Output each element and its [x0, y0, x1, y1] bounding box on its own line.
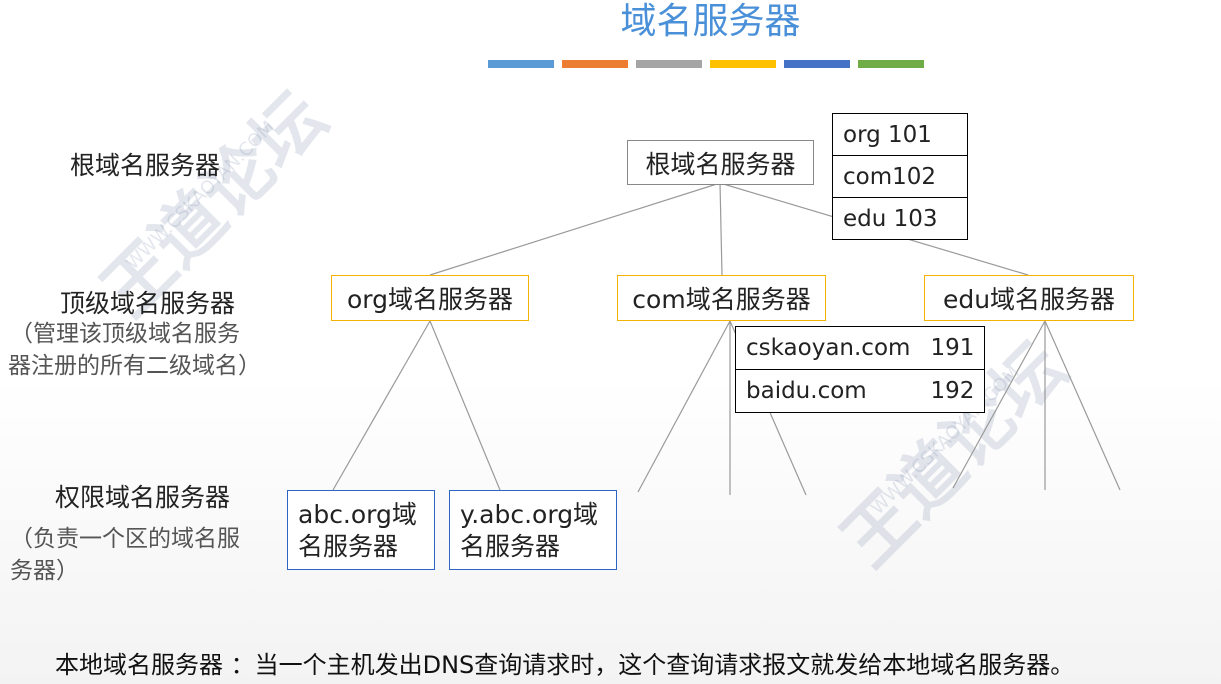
abc-org-server-node: abc.org域 名服务器 — [287, 490, 435, 570]
abc-org-label-line1: abc.org域 — [298, 500, 417, 529]
line-edu-child-3 — [1044, 320, 1121, 491]
line-root-org — [429, 182, 721, 276]
root-record-row: edu 103 — [832, 197, 968, 240]
title-color-bar — [488, 60, 554, 68]
root-records-table: org 101 com102 edu 103 — [832, 113, 968, 240]
title-color-bar — [562, 60, 628, 68]
com-records-table: cskaoyan.com 191 baidu.com 192 — [735, 326, 986, 413]
root-server-node: 根域名服务器 — [627, 140, 814, 185]
level-note-auth-1: （负责一个区的域名服 — [10, 526, 240, 552]
root-record-org: org 101 — [832, 113, 968, 156]
root-record-row: com102 — [832, 155, 968, 198]
edu-server-node: edu域名服务器 — [924, 275, 1134, 321]
com-record-name: cskaoyan.com — [735, 326, 921, 370]
level-note-auth-2: 务器） — [10, 558, 79, 584]
abc-org-label-line2: 名服务器 — [298, 532, 399, 561]
org-server-node: org域名服务器 — [331, 275, 529, 321]
line-root-com — [719, 182, 723, 276]
level-label-root: 根域名服务器 — [70, 151, 221, 180]
line-org-abc — [332, 320, 431, 491]
com-record-row: cskaoyan.com 191 — [735, 326, 986, 370]
title-color-bar — [858, 60, 924, 68]
level-note-top-1: （管理该顶级域名服务 — [10, 321, 240, 347]
root-record-com: com102 — [832, 155, 968, 198]
root-record-edu: edu 103 — [832, 197, 968, 240]
line-com-child-1 — [637, 320, 731, 493]
com-record-value: 191 — [920, 326, 986, 370]
com-record-value: 192 — [920, 369, 986, 413]
com-record-name: baidu.com — [735, 369, 921, 413]
title-color-bar — [710, 60, 776, 68]
level-label-top: 顶级域名服务器 — [60, 289, 236, 318]
page-title: 域名服务器 — [620, 1, 801, 42]
level-label-auth: 权限域名服务器 — [55, 483, 231, 512]
title-color-bar — [784, 60, 850, 68]
y-abc-org-label-line1: y.abc.org域 — [460, 500, 599, 529]
y-abc-org-label-line2: 名服务器 — [460, 532, 561, 561]
com-record-row: baidu.com 192 — [735, 369, 986, 413]
level-note-top-2: 器注册的所有二级域名） — [8, 353, 261, 379]
root-record-row: org 101 — [832, 113, 968, 156]
line-edu-child-1 — [952, 320, 1046, 489]
title-color-bar — [636, 60, 702, 68]
line-org-yabc — [429, 320, 501, 491]
com-server-node: com域名服务器 — [617, 275, 826, 321]
y-abc-org-server-node: y.abc.org域 名服务器 — [449, 490, 617, 570]
local-dns-description: 本地域名服务器 ：当一个主机发出DNS查询请求时，这个查询请求报文就发给本地域名… — [55, 651, 1075, 679]
